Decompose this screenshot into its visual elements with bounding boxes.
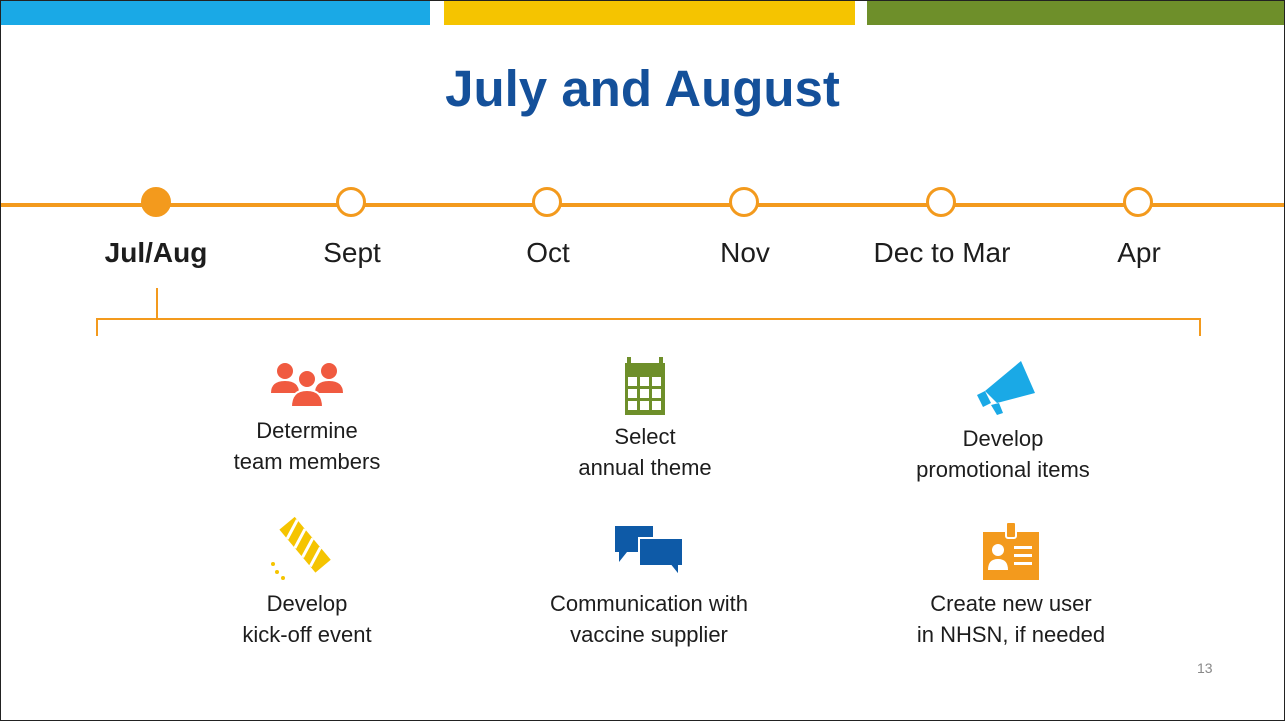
- task-line1: Communication with: [549, 591, 749, 616]
- calendar-icon: [625, 357, 665, 415]
- timeline-node-jul-aug: [141, 187, 171, 217]
- firecracker-icon: [271, 516, 331, 580]
- timeline-node-nov: [729, 187, 759, 217]
- task-line2: vaccine supplier: [570, 622, 728, 647]
- top-accent-bar-yellow: [444, 1, 855, 25]
- top-accent-bar-blue: [1, 1, 430, 25]
- month-label-dec-to-mar: Dec to Mar: [873, 237, 1011, 268]
- id-badge-icon: [983, 522, 1039, 580]
- tasks-bracket: [96, 318, 1201, 336]
- task-communication-with-vaccine-supplier: Communication with vaccine supplier: [499, 522, 799, 650]
- month-label-sept: Sept: [323, 237, 381, 268]
- month-label-jul-aug: Jul/Aug: [104, 237, 208, 268]
- megaphone-icon: [977, 361, 1035, 415]
- task-line1: Create new user: [930, 591, 1092, 616]
- task-line1: Develop: [962, 426, 1044, 451]
- team-icon: [271, 363, 343, 408]
- timeline-line: [1, 203, 1284, 207]
- slide-title: July and August: [445, 60, 840, 117]
- task-create-new-user-nhsn: Create new user in NHSN, if needed: [861, 522, 1161, 650]
- timeline-node-oct: [532, 187, 562, 217]
- page-number: 13: [1197, 660, 1213, 676]
- task-line2: promotional items: [916, 457, 1090, 482]
- top-accent-bar-green: [867, 1, 1284, 25]
- timeline-connector: [156, 288, 158, 318]
- task-line2: annual theme: [578, 455, 712, 480]
- chat-bubbles-icon: [615, 526, 684, 579]
- task-select-annual-theme: Select annual theme: [495, 357, 795, 483]
- task-line1: Select: [614, 424, 676, 449]
- task-line2: in NHSN, if needed: [916, 622, 1106, 647]
- task-develop-kick-off-event: Develop kick-off event: [157, 512, 457, 650]
- timeline-node-dec-to-mar: [926, 187, 956, 217]
- task-determine-team-members: Determine team members: [157, 357, 457, 477]
- task-line1: Determine: [256, 418, 358, 443]
- task-line2: kick-off event: [242, 622, 372, 647]
- task-line2: team members: [233, 449, 381, 474]
- timeline-node-sept: [336, 187, 366, 217]
- month-label-oct: Oct: [526, 237, 570, 268]
- month-label-apr: Apr: [1117, 237, 1161, 268]
- task-line1: Develop: [266, 591, 348, 616]
- task-develop-promotional-items: Develop promotional items: [853, 357, 1153, 485]
- month-label-nov: Nov: [720, 237, 770, 268]
- timeline-node-apr: [1123, 187, 1153, 217]
